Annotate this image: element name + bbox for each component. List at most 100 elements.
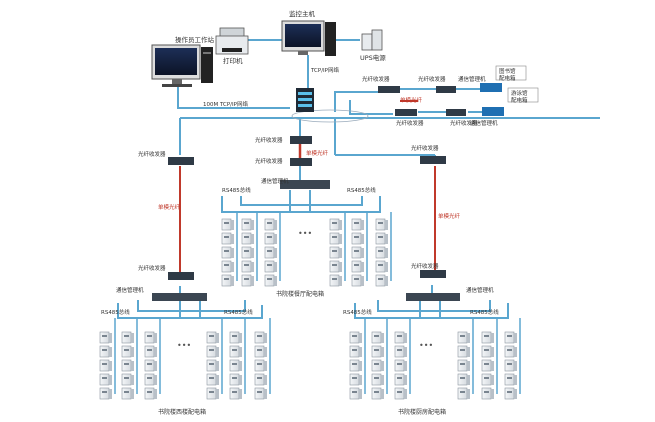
rb-cabinet-col5-0 [504, 331, 517, 344]
right-fiber-tx-2-label: 光纤收发器 [396, 119, 424, 127]
center-cabinet-col4-1 [351, 232, 364, 245]
rb-rs485-left: RS485总线 [343, 308, 372, 316]
left-fiber-tx-top [168, 157, 194, 165]
ups-label: UPS电源 [360, 53, 386, 62]
center-cabinet-col2-0 [264, 218, 277, 231]
center-cabinet-col2-3 [264, 260, 277, 273]
rb-cabinet-col5-3 [504, 373, 517, 386]
rb-cabinet-col3-2 [457, 359, 470, 372]
left-cabinet-col1-2 [121, 359, 134, 372]
center-cabinet-col0-0 [221, 218, 234, 231]
left-cabinet-col0-0 [99, 331, 112, 344]
center-cabinet-col1-0 [241, 218, 254, 231]
center-caption: 书院楼餐厅配电箱 [276, 290, 324, 298]
right-fiber-tx-1-label: 光纤收发器 [362, 75, 390, 83]
rb-cabinet-col3-3 [457, 373, 470, 386]
center-cabinet-col2-1 [264, 232, 277, 245]
tcpip-label: TCP/IP网络 [310, 66, 339, 74]
distribution-cabinets [99, 218, 517, 400]
rb-cabinet-col4-1 [481, 345, 494, 358]
rb-cabinet-col5-4 [504, 387, 517, 400]
left-comm-mgr-label: 通信管理机 [116, 286, 144, 294]
left-cabinet-col2-1 [144, 345, 157, 358]
rb-cabinet-col2-2 [394, 359, 407, 372]
left-cabinet-col5-1 [254, 345, 267, 358]
left-cabinet-col5-3 [254, 373, 267, 386]
center-cabinet-col0-4 [221, 274, 234, 287]
center-cabinet-col3-2 [329, 246, 342, 259]
center-cabinet-col4-2 [351, 246, 364, 259]
center-fiber-tx-top [290, 136, 312, 144]
rb-cabinet-col1-3 [371, 373, 384, 386]
left-cabinet-col3-3 [206, 373, 219, 386]
left-cabinet-col1-4 [121, 387, 134, 400]
left-cabinet-col3-2 [206, 359, 219, 372]
center-rs485-right: RS485总线 [347, 186, 376, 194]
workstation-label: 操作员工作站 [175, 35, 215, 44]
left-cabinet-col0-4 [99, 387, 112, 400]
center-rs485-left: RS485总线 [222, 186, 251, 194]
left-cabinet-col2-0 [144, 331, 157, 344]
center-cabinet-col1-1 [241, 232, 254, 245]
center-cabinet-col1-2 [241, 246, 254, 259]
rb-fiber-tx-bottom [420, 270, 446, 278]
left-cabinet-col0-3 [99, 373, 112, 386]
left-cabinet-col4-0 [229, 331, 242, 344]
rb-cabinet-col4-0 [481, 331, 494, 344]
left-cabinet-col0-2 [99, 359, 112, 372]
right-box-a-label: 图书馆配电箱 [499, 67, 516, 82]
left-caption: 书院楼西楼配电箱 [158, 408, 206, 416]
center-cabinet-col5-1 [375, 232, 388, 245]
left-cabinet-col2-2 [144, 359, 157, 372]
fiber-lines [179, 100, 436, 272]
rb-fiber-label: 单模光纤 [438, 212, 461, 220]
center-fiber-tx-top-label: 光纤收发器 [255, 136, 283, 144]
workstation-icon [151, 44, 213, 87]
rb-fiber-tx-top [420, 156, 446, 164]
left-cabinet-col4-2 [229, 359, 242, 372]
center-cabinet-col1-3 [241, 260, 254, 273]
center-cabinet-col4-0 [351, 218, 364, 231]
center-cabinet-col3-3 [329, 260, 342, 273]
left-cabinet-col5-2 [254, 359, 267, 372]
rb-comm-mgr [406, 293, 460, 301]
right-box-b-label: 游泳馆配电箱 [511, 89, 528, 104]
left-fiber-label: 单模光纤 [158, 203, 181, 211]
rb-cabinet-col0-1 [349, 345, 362, 358]
right-comm-mgr-2 [482, 107, 504, 116]
right-comm-mgr-1-label: 通信管理机 [458, 75, 486, 83]
left-cabinet-col5-4 [254, 387, 267, 400]
center-cabinet-col0-1 [221, 232, 234, 245]
center-fiber-tx-bottom-label: 光纤收发器 [255, 157, 283, 165]
center-cabinet-col4-4 [351, 274, 364, 287]
rb-cabinet-col2-0 [394, 331, 407, 344]
rb-cabinet-col2-4 [394, 387, 407, 400]
right-fiber-tx-1 [378, 86, 400, 93]
rb-cabinet-col0-0 [349, 331, 362, 344]
left-cabinet-col1-3 [121, 373, 134, 386]
rb-cabinet-col2-3 [394, 373, 407, 386]
left-cabinet-col1-0 [121, 331, 134, 344]
rb-cabinet-col0-3 [349, 373, 362, 386]
left-cabinet-col4-3 [229, 373, 242, 386]
ethernet-switch-icon [291, 88, 369, 123]
center-cabinet-col0-2 [221, 246, 234, 259]
rb-cabinet-col4-4 [481, 387, 494, 400]
rb-comm-mgr-label: 通信管理机 [466, 286, 494, 294]
left-cabinet-col3-1 [206, 345, 219, 358]
rb-cabinet-col5-2 [504, 359, 517, 372]
rb-cabinet-col1-4 [371, 387, 384, 400]
printer-icon [215, 27, 249, 55]
network-label: 100M TCP/IP网络 [203, 100, 248, 108]
left-rs485-left: RS485总线 [101, 308, 130, 316]
feeder-lines [114, 212, 521, 394]
ups-icon [361, 29, 383, 51]
rb-caption: 书院楼厨房配电箱 [398, 408, 446, 416]
left-cabinet-col2-3 [144, 373, 157, 386]
left-cabinet-col0-1 [99, 345, 112, 358]
rb-cabinet-col4-2 [481, 359, 494, 372]
right-comm-mgr-2-label: 通信管理机 [470, 119, 498, 127]
right-box-b-frame [507, 87, 539, 103]
